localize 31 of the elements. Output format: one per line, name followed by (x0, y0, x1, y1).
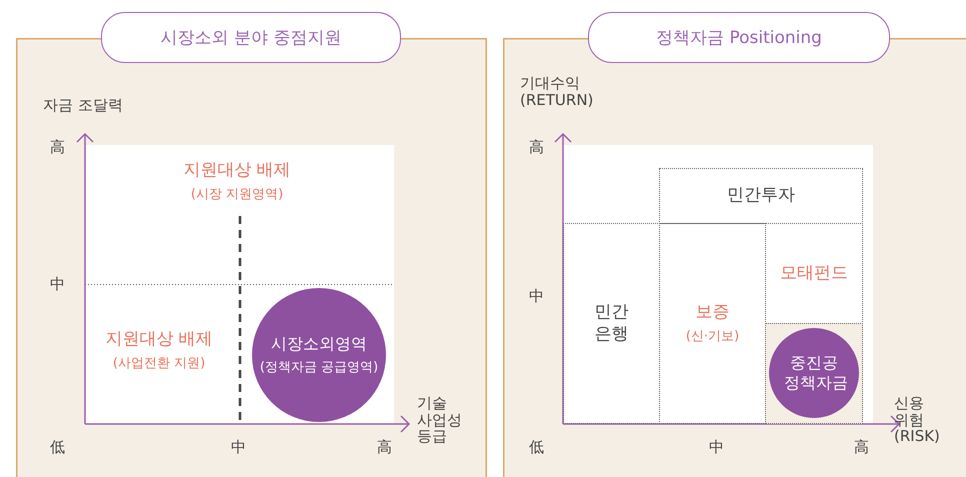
node-label: 시장소외영역 (271, 334, 367, 354)
axis-label: 中 (231, 438, 246, 456)
heading-pill: 시장소외 분야 중점지원 (101, 12, 401, 63)
axis-label: 기대수익 (RETURN) (520, 75, 594, 108)
node-sublabel: (정책자금 공급영역) (260, 360, 378, 376)
axis-label: 低 (529, 438, 544, 456)
axis-label: 中 (529, 287, 544, 305)
axis-label: 中 (50, 275, 65, 293)
axis-label: 신용 위험 (RISK) (894, 395, 941, 444)
grid-cell (563, 223, 660, 424)
node-label: 보증 (696, 302, 730, 323)
region-label: 지원대상 배제 (182, 160, 292, 180)
panel (16, 12, 487, 477)
node-label: 민간 은행 (594, 302, 630, 345)
node-label: 민간투자 (727, 185, 795, 207)
axis-label: 高 (854, 438, 869, 456)
region-label: (시장 지원영역) (190, 187, 284, 203)
heading-pill: 정책자금 Positioning (588, 12, 890, 63)
axis-label: 기술 사업성 등급 (417, 395, 463, 444)
region-label: 지원대상 배제 (104, 329, 214, 350)
axis-label: 低 (50, 438, 65, 456)
axis-label: 中 (709, 438, 724, 456)
axis-label: 高 (50, 138, 65, 156)
axis-label: 高 (529, 138, 544, 156)
grid-cell (765, 323, 863, 424)
panel (503, 12, 966, 477)
axis-label: 高 (377, 438, 392, 456)
grid-cell (659, 168, 863, 224)
axis-label: 자금 조달력 (43, 96, 123, 114)
node-sublabel: (신·기보) (686, 329, 740, 346)
node-label: 모태펀드 (780, 262, 848, 284)
